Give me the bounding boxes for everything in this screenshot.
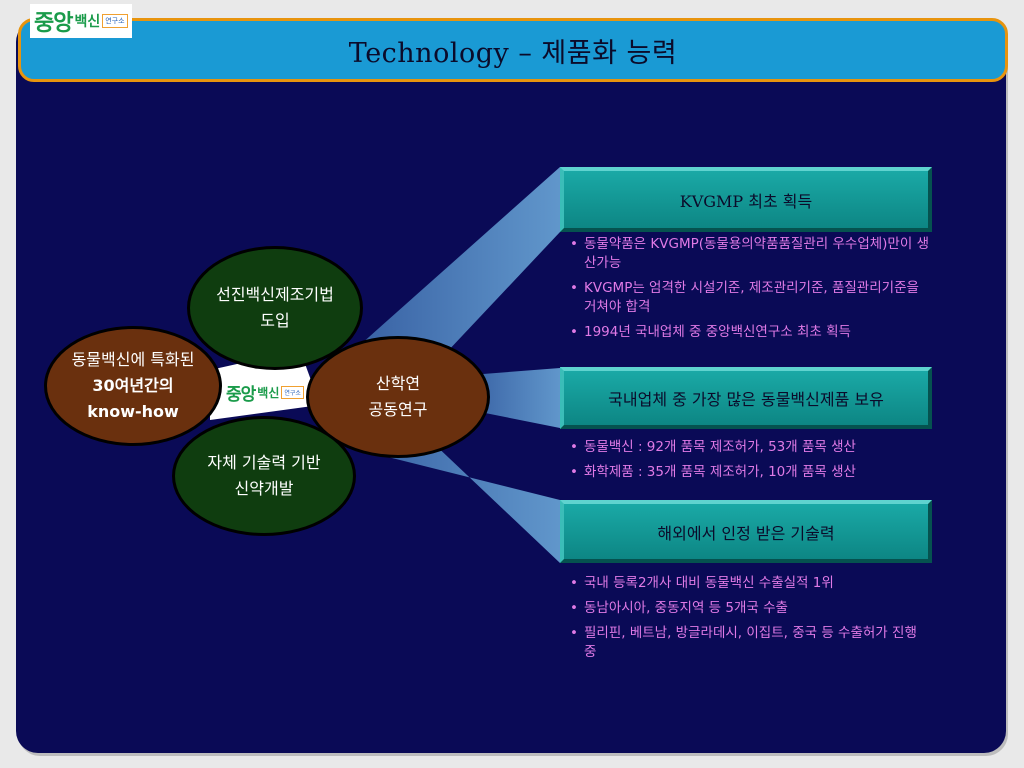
center-logo: 중앙 백신 연구소 [226, 380, 304, 405]
ellipse-right-line2: 공동연구 [368, 400, 428, 419]
bullet-item: 필리핀, 베트남, 방글라데시, 이집트, 중국 등 수출허가 진행 중 [570, 624, 930, 662]
ellipse-right: 산학연 공동연구 [306, 336, 490, 458]
beam-top [360, 167, 560, 370]
center-logo-sub: 백신 [257, 386, 280, 400]
panel-products-bullets: 동물백신 : 92개 품목 제조허가, 53개 품목 생산 화학제품 : 35개… [570, 438, 930, 488]
ellipse-left: 동물백신에 특화된 30여년간의 know-how [44, 326, 222, 446]
bullet-item: 1994년 국내업체 중 중앙백신연구소 최초 획득 [570, 323, 930, 342]
panel-products: 국내업체 중 가장 많은 동물백신제품 보유 [560, 367, 932, 429]
ellipse-bottom-line1: 자체 기술력 기반 [207, 453, 321, 472]
ellipse-bottom: 자체 기술력 기반 신약개발 [172, 416, 356, 536]
panel-kvgmp: KVGMP 최초 획득 [560, 167, 932, 232]
bullet-item: 국내 등록2개사 대비 동물백신 수출실적 1위 [570, 574, 930, 593]
panel-kvgmp-bullets: 동물약품은 KVGMP(동물용의약품품질관리 우수업체)만이 생산가능 KVGM… [570, 235, 930, 348]
center-logo-box: 연구소 [281, 386, 304, 399]
ellipse-left-line1: 동물백신에 특화된 [71, 350, 195, 369]
company-logo: 중앙 백신 연구소 [30, 4, 132, 38]
beam-middle [470, 368, 560, 428]
ellipse-right-line1: 산학연 [375, 374, 421, 393]
bullet-item: 화학제품 : 35개 품목 제조허가, 10개 품목 생산 [570, 463, 930, 482]
panel-products-label: 국내업체 중 가장 많은 동물백신제품 보유 [608, 390, 884, 409]
ellipse-top: 선진백신제조기법 도입 [187, 246, 363, 370]
beam-bottom [360, 440, 560, 563]
ellipse-bottom-line2: 신약개발 [234, 479, 294, 498]
title-bar: Technology – 제품화 능력 [18, 18, 1008, 82]
logo-box-text: 연구소 [102, 14, 128, 28]
panel-overseas: 해외에서 인정 받은 기술력 [560, 500, 932, 563]
bullet-item: 동물백신 : 92개 품목 제조허가, 53개 품목 생산 [570, 438, 930, 457]
center-logo-main: 중앙 [226, 385, 256, 405]
logo-sub-text: 백신 [74, 14, 101, 30]
panel-overseas-label: 해외에서 인정 받은 기술력 [657, 523, 835, 543]
logo-main-text: 중앙 [34, 11, 73, 36]
panel-kvgmp-label: KVGMP 최초 획득 [679, 191, 813, 211]
ellipse-top-line1: 선진백신제조기법 [216, 285, 334, 304]
page-title: Technology – 제품화 능력 [348, 37, 678, 69]
ellipse-left-line3: know-how [87, 402, 179, 421]
bullet-item: 동물약품은 KVGMP(동물용의약품품질관리 우수업체)만이 생산가능 [570, 235, 930, 273]
ellipse-top-line2: 도입 [260, 311, 290, 330]
bullet-item: KVGMP는 엄격한 시설기준, 제조관리기준, 품질관리기준을 거쳐야 합격 [570, 279, 930, 317]
panel-overseas-bullets: 국내 등록2개사 대비 동물백신 수출실적 1위 동남아시아, 중동지역 등 5… [570, 574, 930, 668]
ellipse-left-line2: 30여년간의 [92, 376, 174, 395]
bullet-item: 동남아시아, 중동지역 등 5개국 수출 [570, 599, 930, 618]
